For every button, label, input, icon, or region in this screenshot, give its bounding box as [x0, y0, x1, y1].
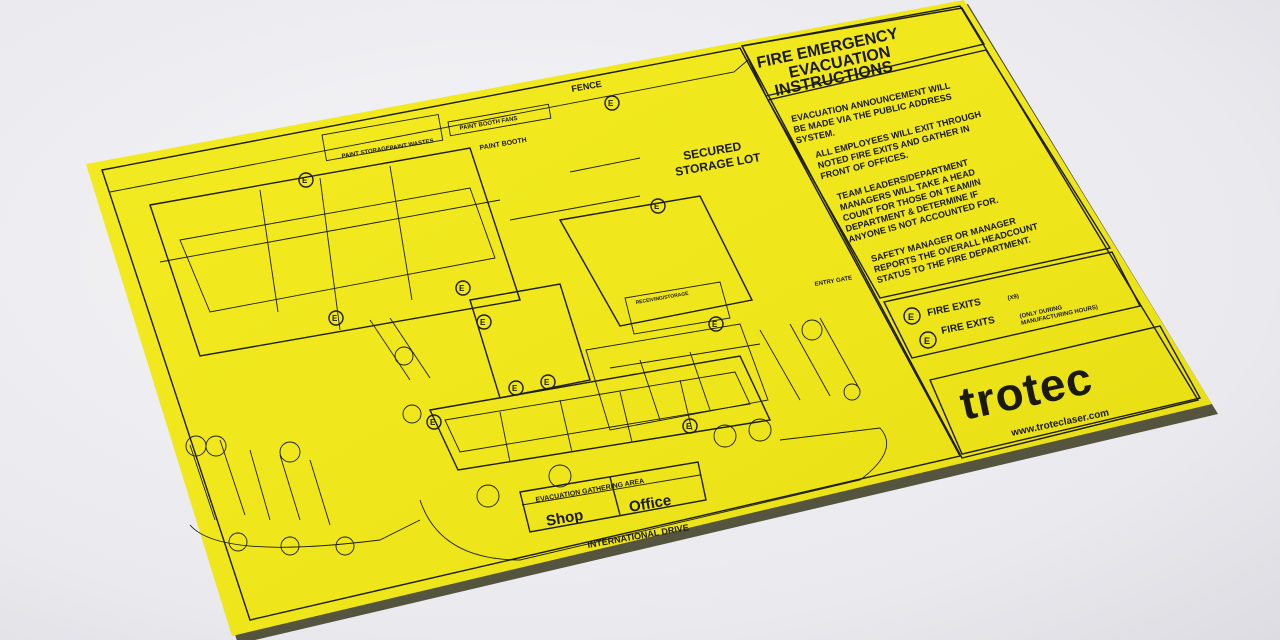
svg-text:E: E	[608, 99, 614, 108]
exit-icon: E	[708, 316, 724, 332]
fire-exits-note-1: (X9)	[1007, 294, 1019, 302]
exit-icon: E	[426, 414, 442, 430]
map-border	[101, 47, 962, 621]
exit-legend-icon: E	[908, 312, 914, 322]
svg-text:E: E	[332, 314, 338, 323]
svg-text:E: E	[654, 202, 660, 211]
exit-markers: E E E E E E E E E E E	[298, 95, 724, 434]
svg-text:E: E	[686, 422, 692, 431]
exit-icon: E	[328, 310, 344, 326]
svg-text:E: E	[302, 176, 308, 185]
exit-legend-icon-2: E	[924, 336, 930, 346]
exit-icon: E	[508, 380, 524, 396]
svg-text:E: E	[512, 384, 518, 393]
svg-text:E: E	[459, 284, 465, 293]
exit-icon: E	[682, 418, 698, 434]
svg-text:E: E	[430, 418, 436, 427]
svg-text:E: E	[712, 320, 718, 329]
exit-icon: E	[476, 314, 492, 330]
exit-icon: E	[455, 280, 471, 296]
exit-icon: E	[650, 198, 666, 214]
exit-icon: E	[604, 95, 620, 111]
evacuation-sign	[86, 0, 1212, 636]
svg-text:E: E	[544, 378, 550, 387]
exit-icon: E	[298, 172, 314, 188]
shop-label: Shop	[545, 507, 585, 530]
exit-icon: E	[540, 374, 556, 390]
svg-text:E: E	[480, 318, 486, 327]
